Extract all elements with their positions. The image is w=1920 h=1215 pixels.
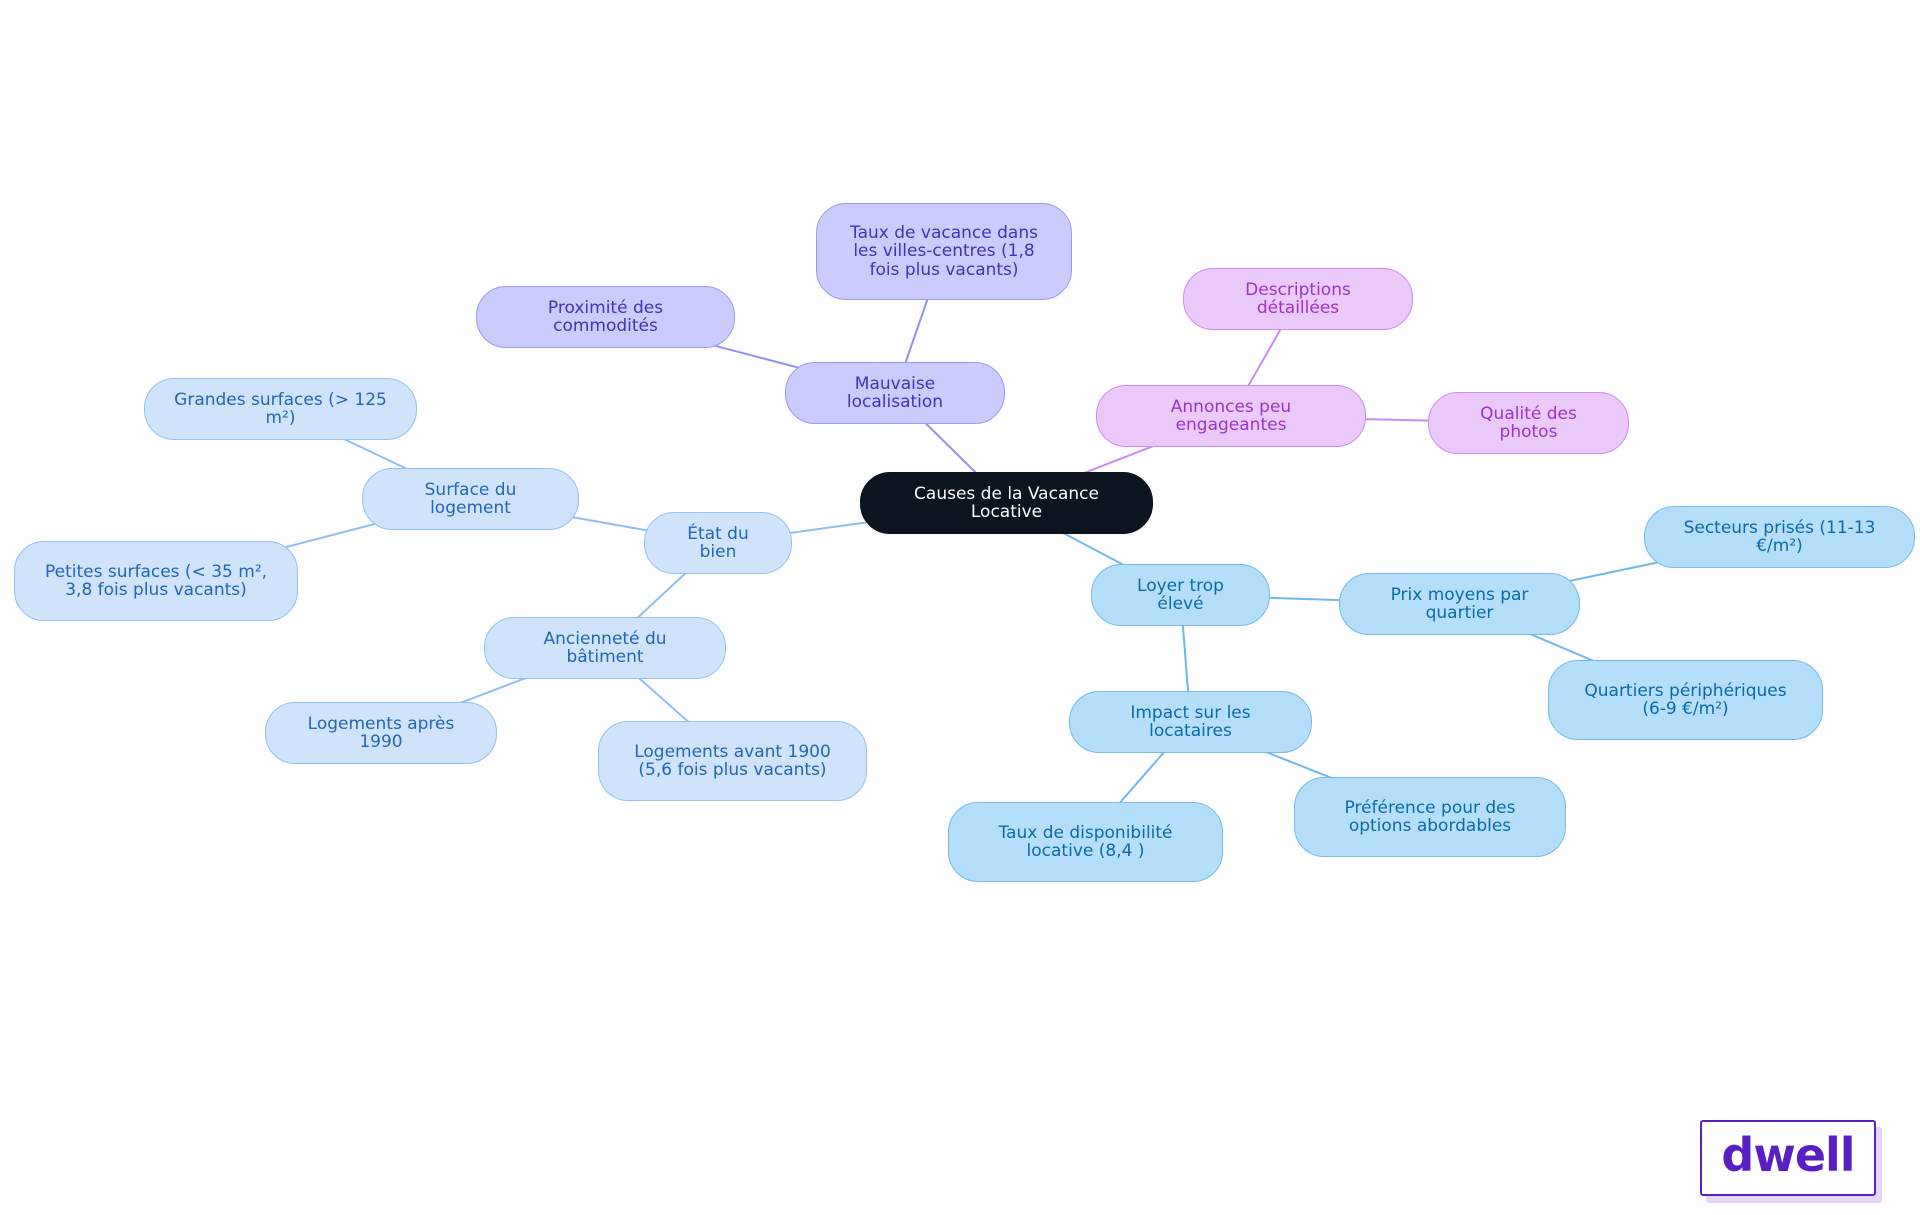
node-root[interactable]: Causes de la Vacance Locative (860, 472, 1153, 534)
node-prix-moyens-quartier[interactable]: Prix moyens par quartier (1339, 573, 1580, 635)
node-logements-apres-1990[interactable]: Logements après 1990 (265, 702, 497, 764)
node-anciennete-batiment[interactable]: Ancienneté du bâtiment (484, 617, 726, 679)
node-taux-vacance-villes-centres[interactable]: Taux de vacance dans les villes-centres … (816, 203, 1072, 300)
node-quartiers-peripheriques[interactable]: Quartiers périphériques (6-9 €/m²) (1548, 660, 1823, 740)
node-qualite-photos[interactable]: Qualité des photos (1428, 392, 1629, 454)
node-logements-avant-1900[interactable]: Logements avant 1900 (5,6 fois plus vaca… (598, 721, 867, 801)
node-impact-locataires[interactable]: Impact sur les locataires (1069, 691, 1312, 753)
node-proximite-commodites[interactable]: Proximité des commodités (476, 286, 735, 348)
node-annonces-peu-engageantes[interactable]: Annonces peu engageantes (1096, 385, 1366, 447)
node-taux-disponibilite[interactable]: Taux de disponibilité locative (8,4 ) (948, 802, 1223, 882)
node-secteurs-prises[interactable]: Secteurs prisés (11-13 €/m²) (1644, 506, 1915, 568)
node-petites-surfaces[interactable]: Petites surfaces (< 35 m², 3,8 fois plus… (14, 541, 298, 621)
node-mauvaise-localisation[interactable]: Mauvaise localisation (785, 362, 1005, 424)
node-descriptions-detaillees[interactable]: Descriptions détaillées (1183, 268, 1413, 330)
node-loyer-trop-eleve[interactable]: Loyer trop élevé (1091, 564, 1270, 626)
node-surface-logement[interactable]: Surface du logement (362, 468, 579, 530)
node-preference-options-abordables[interactable]: Préférence pour des options abordables (1294, 777, 1566, 857)
node-etat-du-bien[interactable]: État du bien (644, 512, 792, 574)
dwell-logo: dwell (1700, 1120, 1876, 1196)
node-grandes-surfaces[interactable]: Grandes surfaces (> 125 m²) (144, 378, 417, 440)
